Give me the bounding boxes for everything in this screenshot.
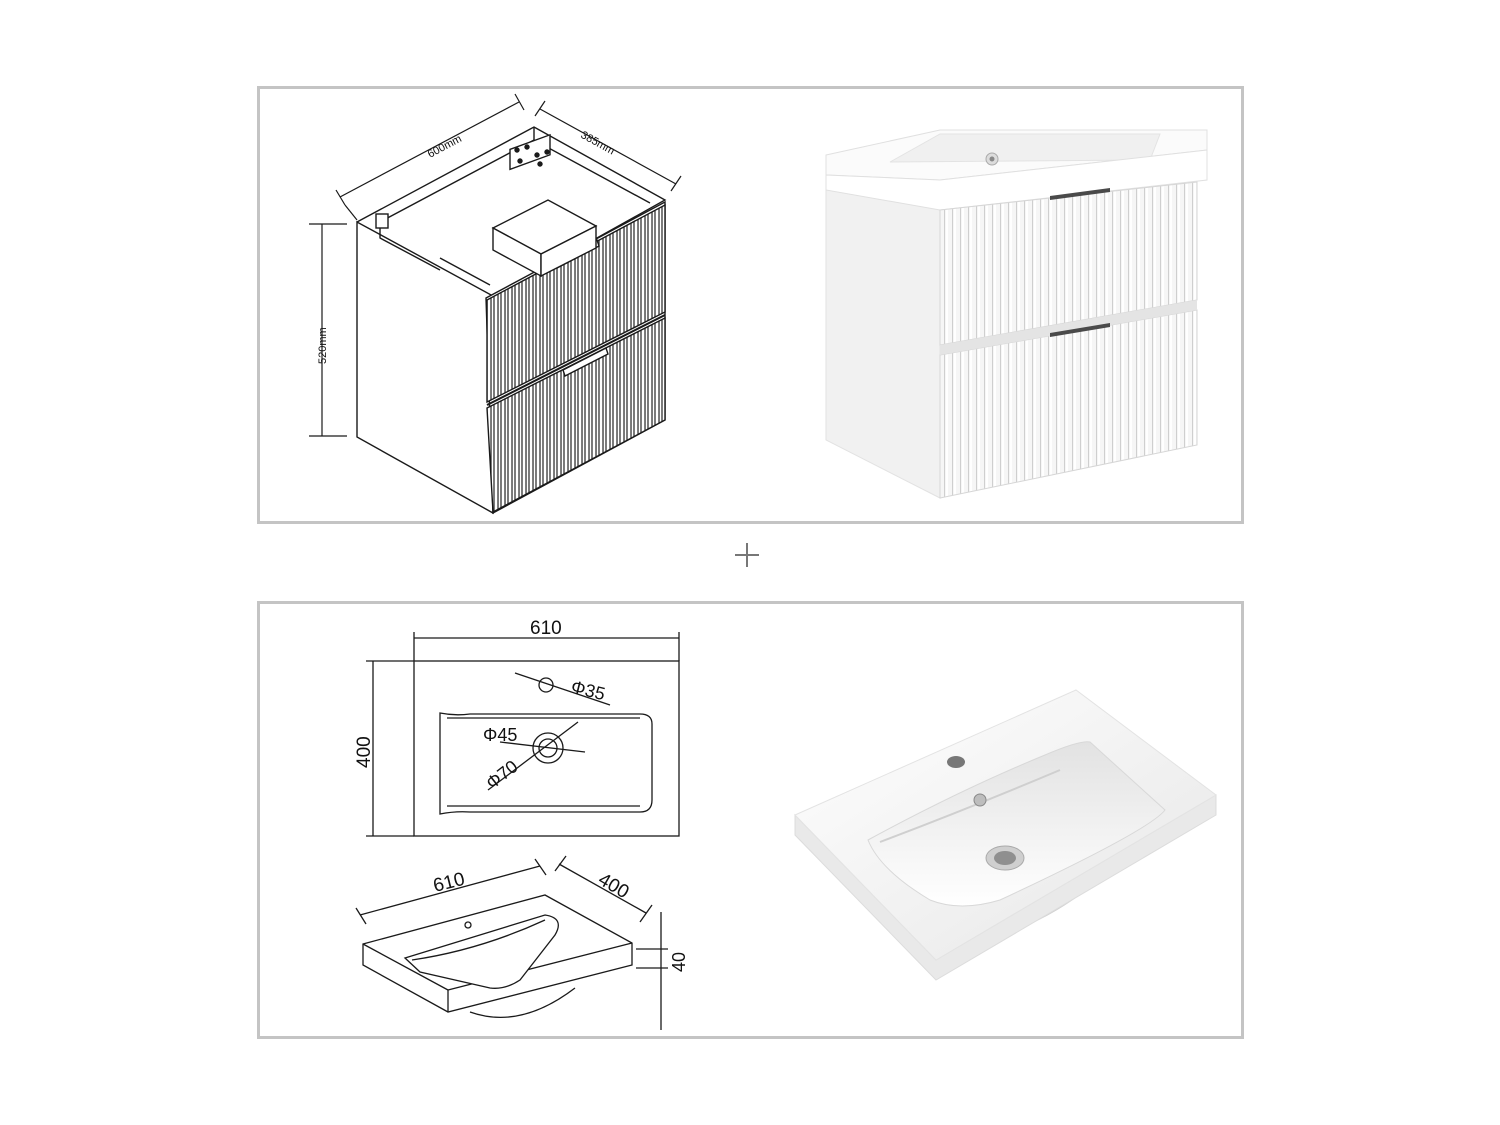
basin-render [794,689,1217,981]
cabinet-width-label: 600mm [426,133,464,161]
iso-width-label: 610 [431,869,467,897]
top-view-width-label: 610 [530,618,562,639]
iso-depth-label: 400 [595,869,633,903]
drain-inner-diameter-label: Φ45 [483,725,517,745]
cabinet-dimensions [309,93,682,437]
cabinet-render [825,129,1208,499]
cabinet-height-label: 520mm [317,327,329,364]
iso-thickness-label: 40 [669,952,689,972]
cabinet-line-drawing [356,126,667,515]
plus-icon [735,543,759,567]
basin-iso-view [355,855,668,1030]
top-view-depth-label: 400 [354,736,375,768]
basin-top-view [366,632,680,837]
cabinet-depth-label: 385mm [579,129,617,157]
